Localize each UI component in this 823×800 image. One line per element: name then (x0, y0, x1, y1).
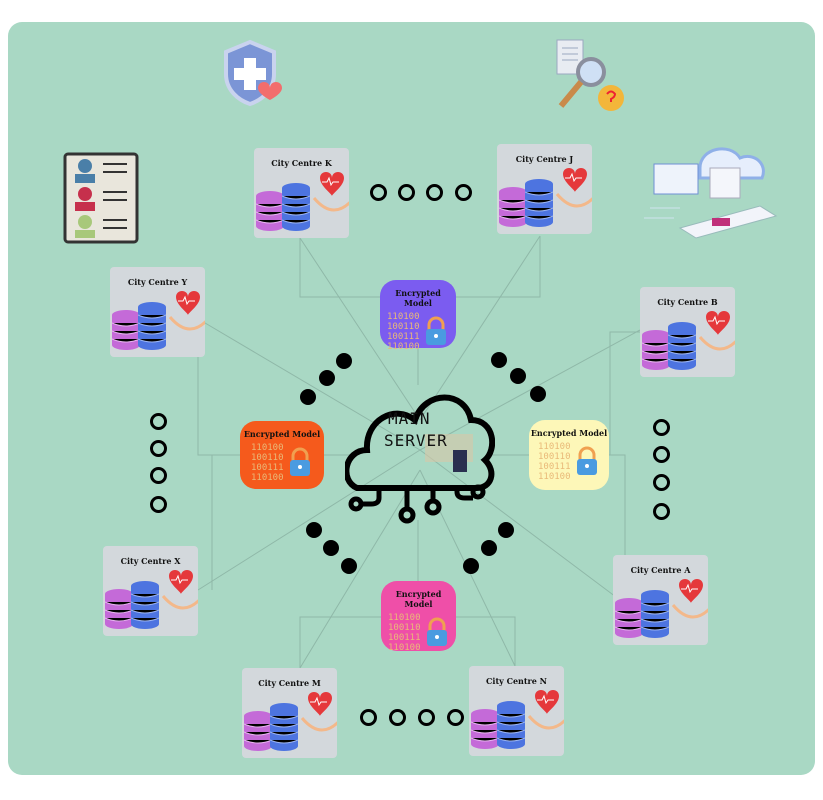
ellipsis-dot (498, 522, 514, 538)
svg-text:110100: 110100 (388, 613, 421, 623)
city-centre-x: City Centre X (103, 546, 198, 636)
city-centre-y: City Centre Y (110, 267, 205, 357)
ellipsis-ring (389, 709, 406, 726)
svg-text:100111: 100111 (388, 633, 421, 643)
svg-text:110100: 110100 (538, 472, 571, 480)
database-icon (243, 703, 299, 751)
city-centre-label: City Centre M (258, 678, 321, 688)
city-centre-j: City Centre J (497, 144, 592, 234)
city-centre-k: City Centre K (254, 148, 349, 238)
ellipsis-dot (323, 540, 339, 556)
city-centre-label: City Centre Y (127, 277, 188, 287)
ellipsis-dot (336, 353, 352, 369)
ellipsis-dot (319, 370, 335, 386)
database-icon (255, 183, 311, 231)
city-centre-n: City Centre N (469, 666, 564, 756)
svg-text:100110: 100110 (538, 452, 571, 462)
ellipsis-dot (306, 522, 322, 538)
medical-shield-icon (224, 39, 282, 107)
ellipsis-dot (491, 352, 507, 368)
city-centre-m: City Centre M (242, 668, 337, 758)
heart-care-icon (300, 692, 337, 732)
svg-text:100111: 100111 (538, 462, 571, 472)
ellipsis-ring (150, 496, 167, 513)
city-centre-label: City Centre A (630, 565, 691, 575)
heart-care-icon (698, 311, 735, 351)
heart-care-icon (555, 168, 592, 208)
svg-text:110100: 110100 (538, 442, 571, 452)
city-centre-a: City Centre A (613, 555, 708, 645)
ellipsis-ring (150, 467, 167, 484)
city-centre-label: City Centre K (271, 158, 332, 168)
heart-care-icon (312, 172, 349, 212)
svg-text:110100: 110100 (387, 342, 420, 350)
cloud-data-center-icon (644, 147, 778, 239)
ellipsis-dot (300, 389, 316, 405)
ellipsis-ring (360, 709, 377, 726)
ellipsis-ring (653, 419, 670, 436)
ellipsis-ring (370, 184, 387, 201)
city-centre-label: City Centre B (657, 297, 718, 307)
city-centre-label: City Centre J (515, 154, 574, 164)
ellipsis-ring (447, 709, 464, 726)
svg-text:100110: 100110 (251, 453, 284, 463)
encrypted-model-label: Encrypted Model (530, 428, 608, 438)
ellipsis-ring (150, 413, 167, 430)
ellipsis-ring (426, 184, 443, 201)
svg-text:100111: 100111 (251, 463, 284, 473)
cloud-network-icon (345, 394, 495, 524)
svg-text:110100: 110100 (251, 473, 284, 481)
encrypted-model-label: Encrypted Model (395, 589, 442, 609)
heart-care-icon (161, 570, 198, 610)
ellipsis-dot (341, 558, 357, 574)
ellipsis-ring (653, 474, 670, 491)
svg-text:110100: 110100 (251, 443, 284, 453)
database-icon (104, 581, 160, 629)
city-centre-label: City Centre N (486, 676, 547, 686)
encrypted-model-label: Encrypted Model (243, 429, 321, 439)
database-icon (498, 179, 554, 227)
heart-care-icon (168, 291, 205, 331)
document-search-icon (556, 39, 624, 111)
ellipsis-ring (455, 184, 472, 201)
database-icon (111, 302, 167, 350)
city-centre-b: City Centre B (640, 287, 735, 377)
heart-care-icon (671, 579, 708, 619)
ellipsis-ring (398, 184, 415, 201)
ellipsis-ring (150, 440, 167, 457)
svg-text:110100: 110100 (388, 643, 421, 651)
ellipsis-dot (530, 386, 546, 402)
ellipsis-dot (510, 368, 526, 384)
svg-text:100110: 100110 (387, 322, 420, 332)
database-icon (641, 322, 697, 370)
ellipsis-ring (653, 503, 670, 520)
ellipsis-ring (653, 446, 670, 463)
city-centre-label: City Centre X (120, 556, 181, 566)
database-icon (614, 590, 670, 638)
ellipsis-ring (418, 709, 435, 726)
svg-text:110100: 110100 (387, 312, 420, 322)
ellipsis-dot (481, 540, 497, 556)
database-icon (470, 701, 526, 749)
patient-records-icon (63, 152, 139, 244)
svg-text:100111: 100111 (387, 332, 420, 342)
ellipsis-dot (463, 558, 479, 574)
svg-text:100110: 100110 (388, 623, 421, 633)
heart-care-icon (527, 690, 564, 730)
encrypted-model-label: Encrypted Model (395, 288, 441, 308)
